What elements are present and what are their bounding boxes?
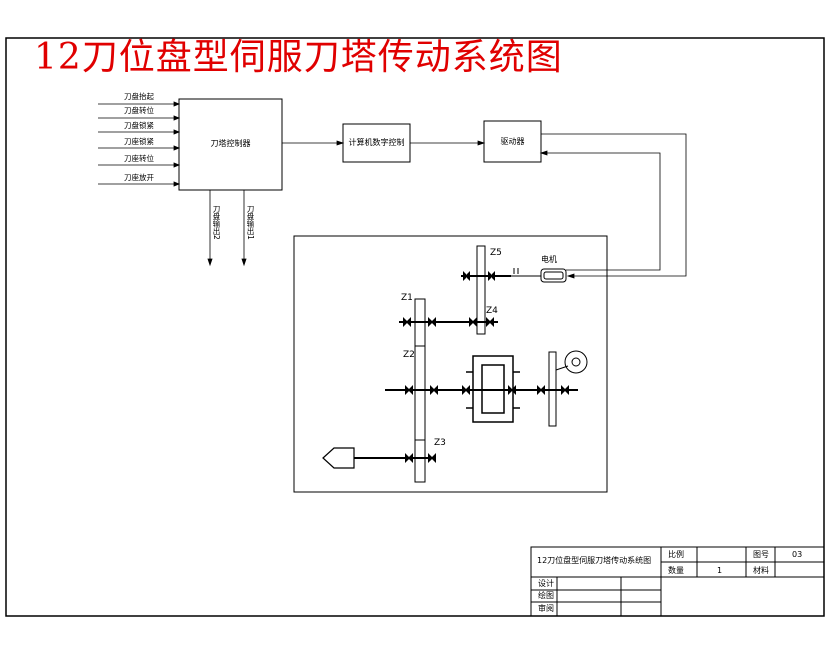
title-block-grid [530,546,825,617]
gear-z5-assembly [461,245,511,335]
output-label-2: 刀盘输出2 [212,205,221,240]
mechanism-frame [293,235,608,493]
gear-label-z2: Z2 [403,350,415,360]
right-gear-plate [548,350,588,427]
input-label-2: 刀盘转位 [124,106,154,115]
gear-label-z1: Z1 [401,293,413,303]
tb-quantity-value: 1 [717,566,723,575]
controller-label: 刀塔控制器 [210,139,251,148]
input-label-6: 刀座放开 [124,173,154,182]
tool-head [322,447,355,469]
tb-design-label: 设计 [538,579,554,588]
tb-quantity-label: 数量 [668,566,684,575]
input-arrows [98,101,181,187]
driver-label: 驱动器 [500,137,525,146]
link-cnc-driver [410,140,486,146]
tb-drawing-no-value: 03 [792,550,803,559]
z4-shaft [399,317,498,327]
input-label-3: 刀盘锁紧 [124,121,154,130]
output-label-1: 刀盘输出1 [246,205,255,240]
drawing-border [5,37,825,617]
tb-draw-label: 绘图 [538,591,554,600]
input-label-4: 刀座锁紧 [124,137,154,146]
input-label-5: 刀座转位 [124,154,154,163]
gear-label-z4: Z4 [486,306,498,316]
tb-review-label: 审阅 [538,604,554,613]
gear-label-z5: Z5 [490,248,502,258]
driver-motor-wiring [539,133,687,279]
input-label-1: 刀盘抬起 [124,92,154,101]
motor-symbol [511,268,567,283]
motor-label: 电机 [541,255,557,264]
output-shaft [354,453,436,463]
tb-scale-label: 比例 [668,550,684,559]
output-arrows [207,190,247,267]
clutch-housing [466,355,520,423]
tb-drawing-name: 12刀位盘型伺服刀塔传动系统图 [537,556,652,565]
gear-label-z3: Z3 [434,438,446,448]
tb-drawing-no-label: 图号 [753,550,769,559]
driver-box [483,120,542,163]
cnc-label: 计算机数字控制 [348,138,405,147]
controller-box [178,98,283,191]
link-controller-cnc [282,140,345,146]
page-title: 12刀位盘型伺服刀塔传动系统图 [34,37,563,78]
tb-material-label: 材料 [753,566,769,575]
